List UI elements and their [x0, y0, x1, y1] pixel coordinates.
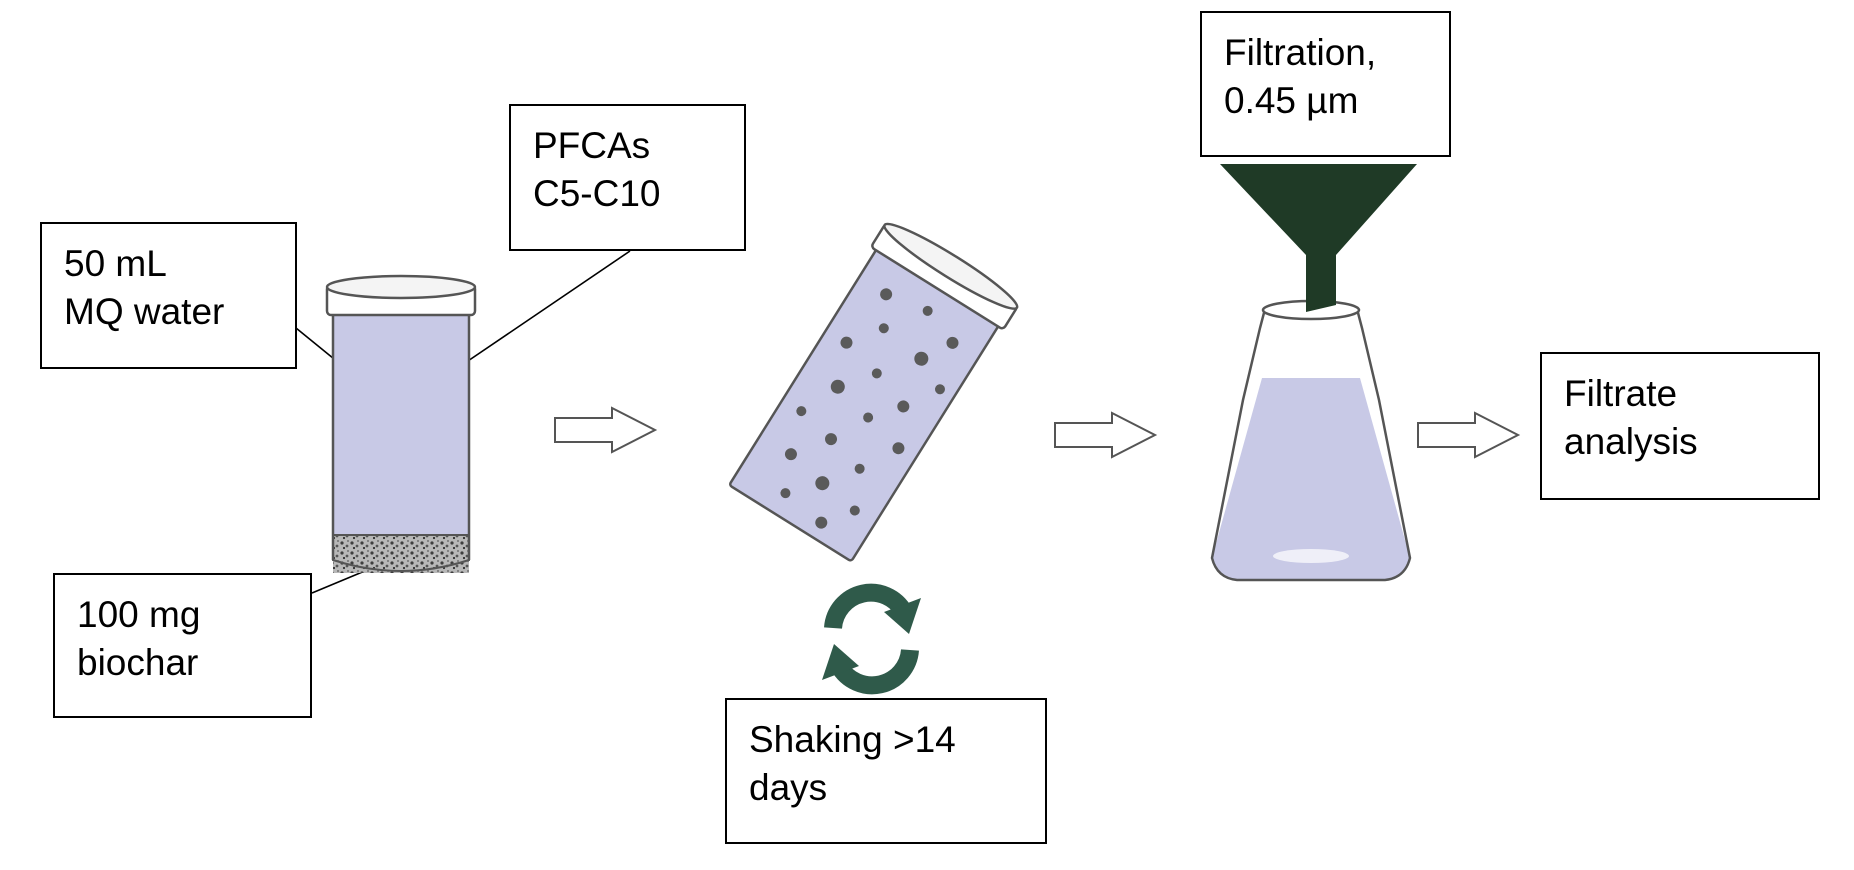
- filtrate-label-box: Filtrate analysis: [1540, 352, 1820, 500]
- vial-liquid: [333, 310, 469, 545]
- biochar-label-line1: 100 mg: [77, 594, 201, 635]
- water-label-box: 50 mL MQ water: [40, 222, 297, 369]
- biochar-label-line2: biochar: [77, 642, 199, 683]
- filtration-label-line1: Filtration,: [1224, 32, 1377, 73]
- biochar-particles: [780, 288, 959, 529]
- filtration-label-line2: 0.45 µm: [1224, 80, 1359, 121]
- water-label-line2: MQ water: [64, 291, 225, 332]
- process-arrow-icon: [554, 406, 658, 454]
- process-arrow-icon: [1054, 411, 1158, 459]
- vial-icon: [325, 274, 477, 573]
- shaking-label-line2: days: [749, 767, 828, 808]
- shaking-label-box: Shaking >14 days: [725, 698, 1047, 844]
- filtrate-label-line1: Filtrate: [1564, 373, 1678, 414]
- rotation-icon: [822, 583, 921, 695]
- filtration-label-box: Filtration, 0.45 µm: [1200, 11, 1451, 157]
- flask-liquid: [1212, 378, 1410, 580]
- flask-icon: [1210, 299, 1412, 582]
- pfcas-label-line1: PFCAs: [533, 125, 651, 166]
- shaking-label-line1: Shaking >14: [749, 719, 956, 760]
- water-label-line1: 50 mL: [64, 243, 167, 284]
- pfcas-label-line2: C5-C10: [533, 173, 661, 214]
- pfcas-label-box: PFCAs C5-C10: [509, 104, 746, 251]
- leader-pfcas: [461, 250, 631, 366]
- filtrate-label-line2: analysis: [1564, 421, 1698, 462]
- tilted-vial-icon: [729, 222, 1019, 562]
- biochar-label-box: 100 mg biochar: [53, 573, 312, 718]
- process-arrow-icon: [1417, 411, 1521, 459]
- vial-bottom: [332, 534, 470, 572]
- funnel-icon: [1220, 164, 1417, 312]
